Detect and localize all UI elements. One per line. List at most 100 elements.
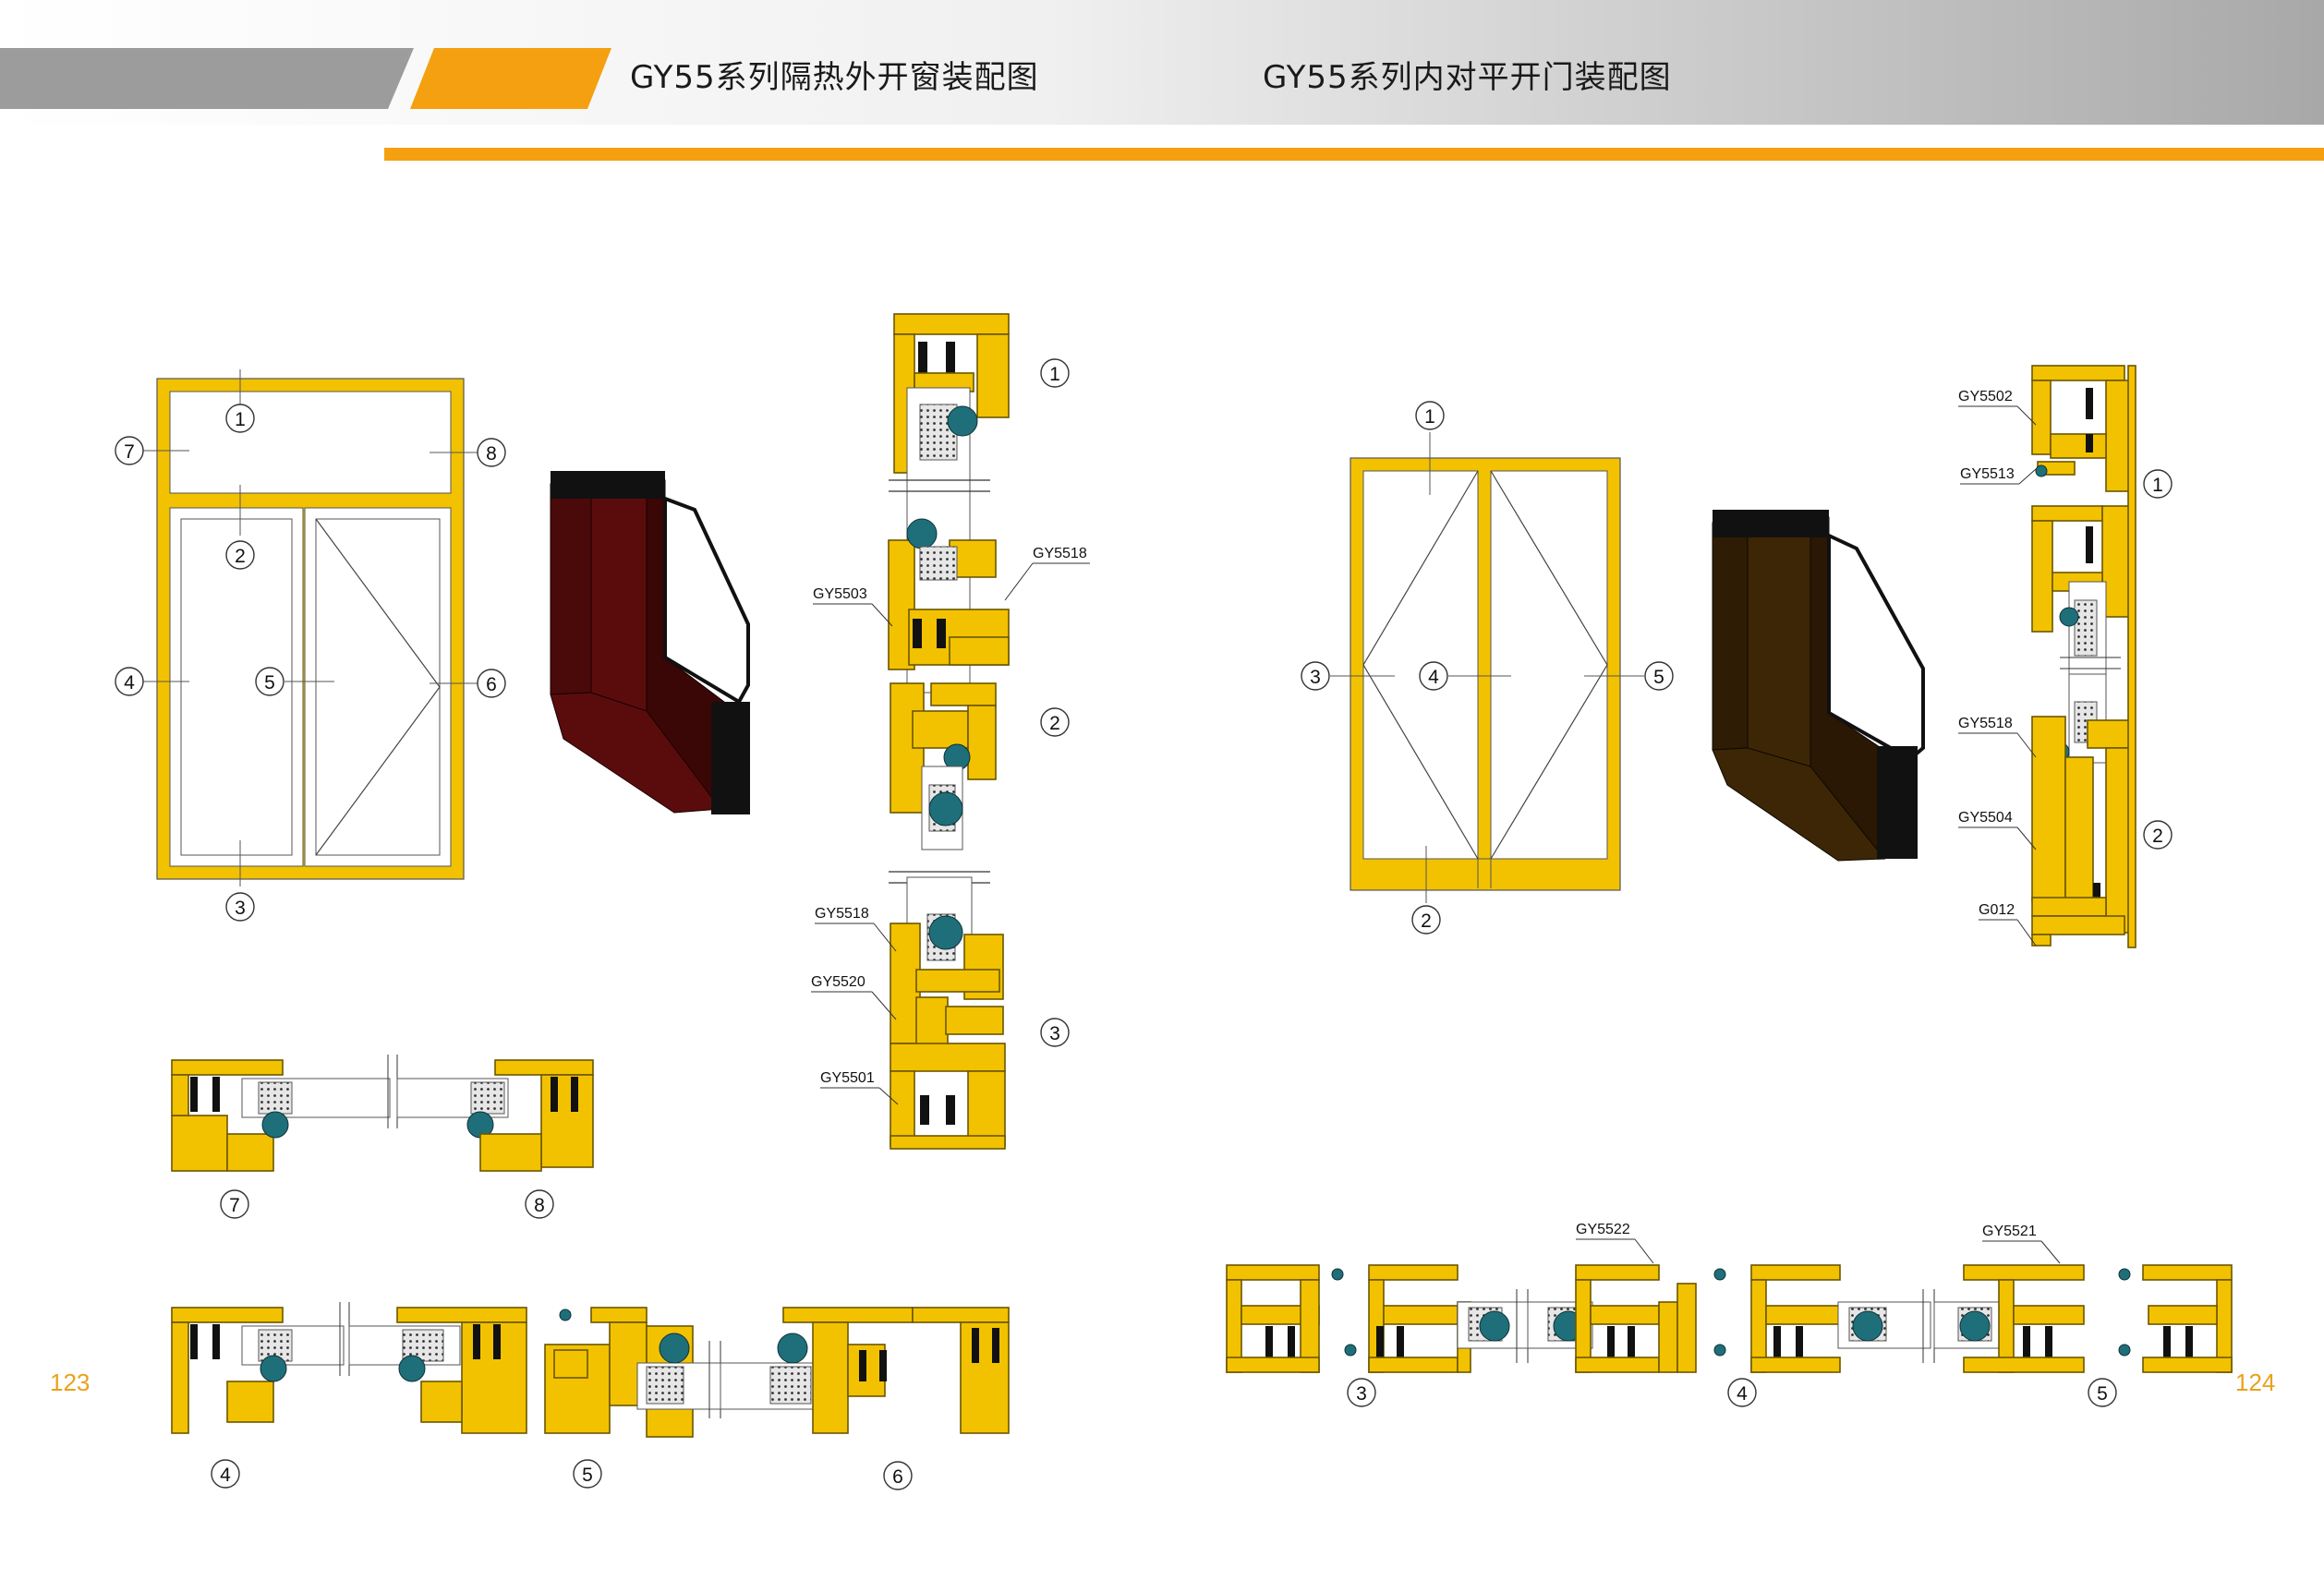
window-hsection-callout-6: 6	[883, 1461, 913, 1490]
door-elevation-callout-1: 1	[1415, 401, 1445, 430]
svg-text:3: 3	[1356, 1383, 1367, 1405]
window-elevation-callout-6: 6	[477, 669, 506, 698]
svg-text:GY5518: GY5518	[1033, 546, 1087, 561]
svg-text:1: 1	[1424, 406, 1435, 428]
door-hsection-callout-5: 5	[2088, 1378, 2117, 1407]
window-section-callout-2: 2	[1040, 707, 1070, 737]
svg-text:GY5518: GY5518	[1958, 716, 2013, 731]
header-grey-bar	[0, 48, 414, 109]
window-vertical-section	[888, 313, 1010, 1150]
svg-text:GY5522: GY5522	[1576, 1222, 1630, 1237]
svg-text:6: 6	[486, 674, 497, 695]
svg-text:GY5513: GY5513	[1960, 466, 2015, 482]
window-drawing-title: GY55系列隔热外开窗装配图	[630, 59, 1039, 96]
door-drawing-title: GY55系列内对平开门装配图	[1263, 59, 1672, 96]
door-vertical-section	[2031, 365, 2136, 948]
window-3d-section-top	[551, 471, 665, 499]
window-section-callout-3: 3	[1040, 1018, 1070, 1047]
svg-text:8: 8	[534, 1195, 545, 1216]
svg-text:3: 3	[235, 898, 246, 919]
door-left-opening	[1362, 470, 1479, 860]
door-elevation-callout-5: 5	[1644, 661, 1674, 691]
window-elevation-callout-5: 5	[255, 667, 284, 696]
window-elevation-callout-7: 7	[115, 436, 144, 465]
door-left-leaf-glass	[1362, 470, 1479, 860]
svg-text:7: 7	[229, 1195, 240, 1216]
window-hsection-callout-5: 5	[573, 1459, 602, 1489]
door-hsection-callout-3: 3	[1347, 1378, 1376, 1407]
door-label-gy5522: GY5522	[1576, 1222, 1635, 1240]
window-label-gy5518-upper: GY5518	[1033, 546, 1090, 564]
svg-text:5: 5	[582, 1465, 593, 1486]
window-label-gy5520: GY5520	[811, 974, 872, 993]
svg-text:7: 7	[124, 441, 135, 463]
door-section-callout-1: 1	[2143, 469, 2173, 499]
svg-text:5: 5	[1653, 667, 1664, 688]
svg-text:2: 2	[2152, 826, 2163, 847]
door-label-g012: G012	[1979, 902, 2017, 921]
window-opening-indicator	[315, 518, 441, 856]
svg-text:GY5520: GY5520	[811, 974, 865, 990]
svg-text:6: 6	[892, 1466, 903, 1488]
svg-text:8: 8	[486, 443, 497, 464]
svg-text:G012: G012	[1979, 902, 2015, 918]
door-3d-section-end	[1877, 746, 1918, 859]
svg-text:GY5502: GY5502	[1958, 389, 2013, 404]
window-3d-section-end	[711, 702, 750, 814]
door-section-callout-2: 2	[2143, 820, 2173, 850]
door-elevation-callout-4: 4	[1419, 661, 1448, 691]
svg-text:GY5503: GY5503	[813, 586, 867, 602]
window-elevation-callout-4: 4	[115, 667, 144, 696]
window-label-gy5503: GY5503	[813, 586, 872, 605]
door-3d-outer-face	[1712, 518, 1749, 751]
window-3d-frame-face	[590, 477, 648, 712]
header-orange-tab	[410, 48, 611, 109]
door-right-opening	[1490, 470, 1608, 860]
door-3d-frame-face	[1747, 513, 1811, 767]
svg-text:5: 5	[2097, 1383, 2108, 1405]
svg-text:1: 1	[235, 409, 246, 430]
svg-text:2: 2	[1421, 911, 1432, 932]
svg-text:3: 3	[1310, 667, 1321, 688]
window-horizontal-section-bottom: 4 5 6	[171, 1302, 1010, 1490]
door-3d-glass	[1827, 532, 1925, 762]
door-label-gy5504: GY5504	[1958, 810, 2017, 828]
door-right-leaf-glass	[1490, 470, 1608, 860]
svg-text:3: 3	[1049, 1023, 1060, 1044]
svg-text:GY5518: GY5518	[815, 906, 869, 922]
window-sash-glass	[315, 518, 441, 856]
door-hsection-callout-4: 4	[1727, 1378, 1757, 1407]
window-hsection-callout-7: 7	[220, 1189, 249, 1219]
page-number-left: 123	[50, 1369, 91, 1396]
window-elevation-callout-1: 1	[225, 404, 255, 433]
window-3d-outer-face	[550, 479, 592, 695]
header-band	[0, 0, 2324, 161]
window-label-gy5501: GY5501	[820, 1070, 879, 1089]
door-label-gy5513: GY5513	[1960, 466, 2019, 485]
window-hsection-callout-4: 4	[211, 1459, 240, 1489]
window-transom-glass	[169, 391, 452, 494]
svg-text:GY5521: GY5521	[1982, 1224, 2037, 1239]
svg-text:1: 1	[1049, 364, 1060, 385]
svg-text:4: 4	[1737, 1383, 1748, 1405]
svg-text:GY5504: GY5504	[1958, 810, 2013, 826]
svg-text:5: 5	[264, 672, 275, 693]
window-hsection-callout-8: 8	[525, 1189, 554, 1219]
page-number-right: 124	[2235, 1369, 2276, 1396]
door-label-gy5502: GY5502	[1958, 389, 2017, 407]
door-horizontal-section: 3 4 5 GY5522 GY5521	[1226, 1222, 2233, 1407]
door-3d-section-top	[1713, 510, 1829, 537]
svg-text:GY5501: GY5501	[820, 1070, 875, 1086]
door-label-gy5521: GY5521	[1982, 1224, 2041, 1242]
window-section-callout-1: 1	[1040, 358, 1070, 388]
door-elevation: 1 2 3 4 5	[1301, 401, 1674, 935]
header-orange-rule	[384, 148, 2324, 161]
door-3d-profile	[1712, 510, 1925, 862]
svg-text:4: 4	[124, 672, 135, 693]
svg-text:2: 2	[1049, 713, 1060, 734]
door-elevation-callout-3: 3	[1301, 661, 1330, 691]
door-label-gy5518: GY5518	[1958, 716, 2017, 734]
